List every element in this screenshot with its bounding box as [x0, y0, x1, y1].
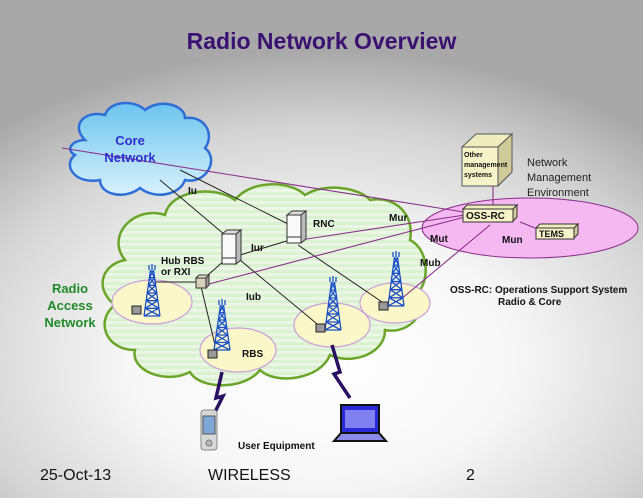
rxi-label: or RXI: [161, 267, 191, 278]
mut-label: Mut: [430, 234, 448, 245]
footer-page-number: 2: [466, 467, 475, 484]
tower-lattice: [143, 264, 161, 317]
iub-label: Iub: [246, 292, 261, 303]
tower-lattice: [387, 251, 405, 307]
radio-link-icon: [210, 371, 227, 419]
other-mgmt-line2: management: [464, 162, 508, 169]
core-network-label: Core Network: [95, 132, 165, 166]
rbs-box: [378, 301, 389, 311]
radio-tower-icon: [213, 299, 231, 351]
mur-label: Mur: [389, 213, 408, 224]
hub-rbs-box[interactable]: [194, 273, 211, 290]
oss-legend-line1: OSS-RC: Operations Support System: [450, 285, 628, 296]
other-management-label: Other management systems: [464, 151, 507, 181]
iur-label: Iur: [251, 243, 264, 254]
ran-label-line3: Network: [44, 315, 96, 330]
oss-legend-line2: Radio & Core: [498, 297, 562, 308]
rbs-box: [315, 323, 326, 333]
rnc-server[interactable]: [285, 209, 308, 245]
core-network-label-line2: Network: [104, 150, 156, 165]
user-equipment-label: User Equipment: [238, 441, 315, 452]
tems-box[interactable]: [534, 222, 580, 240]
ran-label-line1: Radio: [51, 281, 89, 296]
mobile-phone-icon: [200, 409, 218, 451]
mun-label: Mun: [502, 235, 523, 246]
rnc-label: RNC: [313, 219, 335, 230]
nme-line3: Environment: [527, 187, 589, 199]
rbs-box: [207, 349, 218, 359]
management-links: [61, 147, 546, 301]
radio-link-icon: [330, 344, 352, 399]
tower-lattice: [213, 299, 231, 351]
other-mgmt-line1: Other: [464, 152, 483, 159]
oss-rc-label: OSS-RC: [466, 211, 505, 222]
management-environment-ellipse: [421, 197, 639, 259]
footer-title: WIRELESS: [208, 467, 291, 484]
rbs-label: RBS: [242, 349, 264, 360]
rnc-server[interactable]: [220, 228, 243, 266]
tems-label: TEMS: [539, 229, 565, 239]
iu-label: Iu: [188, 186, 197, 197]
radio-tower-icon: [387, 251, 405, 307]
cell-area: [111, 279, 193, 325]
radio-access-network-label: Radio Access Network: [35, 280, 105, 331]
nme-line2: Management: [527, 172, 592, 184]
hub-rbs-label: Hub RBS: [161, 256, 205, 267]
core-network-label-line1: Core: [115, 133, 145, 148]
core-network-cloud[interactable]: [68, 101, 213, 196]
rbs-box: [131, 305, 142, 315]
tower-lattice: [324, 276, 342, 331]
slide-title: Radio Network Overview: [186, 28, 457, 54]
cell-area: [199, 327, 277, 373]
laptop-icon: [331, 404, 389, 442]
footer-date: 25-Oct-13: [40, 467, 112, 484]
radio-tower-icon: [324, 276, 342, 331]
mub-label: Mub: [420, 258, 441, 269]
nme-line1: Network: [527, 157, 568, 169]
radio-tower-icon: [143, 264, 161, 317]
other-management-systems-box[interactable]: [460, 132, 514, 188]
ran-label-line2: Access: [47, 298, 93, 313]
network-management-environment-label: Network Management Environment: [527, 156, 591, 201]
cell-area: [359, 282, 431, 324]
other-mgmt-line3: systems: [464, 172, 493, 179]
oss-rc-box[interactable]: [461, 203, 519, 223]
